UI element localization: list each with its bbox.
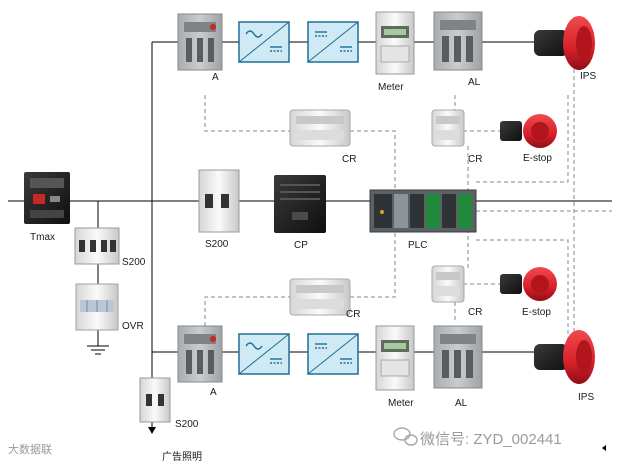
dc-dc-converter-icon [307,21,359,63]
label-meter-top: Meter [378,82,404,93]
contactor-a-bot-icon [177,325,223,383]
label-a-bot: A [210,387,217,398]
watermark-right: 微信号: ZYD_002441 [420,431,562,448]
contactor-al-top-icon [433,11,483,71]
label-lighting: 广告照明 [162,452,202,463]
power-supply-cp-icon [274,175,326,233]
label-ovr: OVR [122,321,144,332]
label-s200-mid: S200 [205,239,229,250]
estop-top-icon [500,114,557,148]
watermark-left: 大数据联 [8,444,52,456]
label-cr-top-mid: CR [342,154,357,165]
label-meter-bot: Meter [388,398,414,409]
ac-dc-converter-icon [238,333,290,375]
ground-icon [87,345,109,355]
label-estop-bot: E-stop [522,307,551,318]
label-s200-main: S200 [122,257,146,268]
estop-bot-icon [500,267,557,301]
relay-cr-bot-right-icon [431,265,465,303]
relay-cr-bot-mid-icon [289,278,351,316]
ac-dc-converter-icon [238,21,290,63]
ips-bot-button-icon [534,330,595,384]
wechat-logo-icon [393,427,418,446]
control-wiring [204,48,612,354]
ips-top-button-icon [534,16,595,70]
meter-bot-icon [375,325,415,391]
label-ips-bot: IPS [578,392,595,403]
label-estop-top: E-stop [523,153,552,164]
arrow-icon [148,427,606,451]
meter-top-icon [375,11,415,75]
s200-bottom-breaker-icon [139,377,171,423]
label-ips-top: IPS [580,71,597,82]
label-cr-bot-mid: CR [346,309,361,320]
label-tmax: Tmax [30,232,55,243]
contactor-al-bot-icon [433,325,483,389]
relay-cr-top-mid-icon [289,109,351,147]
label-s200-bottom: S200 [175,419,199,430]
dc-dc-converter-icon [307,333,359,375]
contactor-a-top-icon [177,13,223,71]
label-al-bot: AL [455,398,468,409]
s200-main-breaker-icon [74,227,120,265]
tmax-breaker-icon [24,172,70,224]
label-cr-top-right: CR [468,154,483,165]
label-a-top: A [212,72,219,83]
label-plc: PLC [408,240,428,251]
label-cp: CP [294,240,308,251]
s200-mid-breaker-icon [198,169,240,233]
surge-protector-icon [75,283,119,331]
plc-icon [369,189,477,233]
label-al-top: AL [468,77,481,88]
relay-cr-top-right-icon [431,109,465,147]
label-cr-bot-right: CR [468,307,483,318]
